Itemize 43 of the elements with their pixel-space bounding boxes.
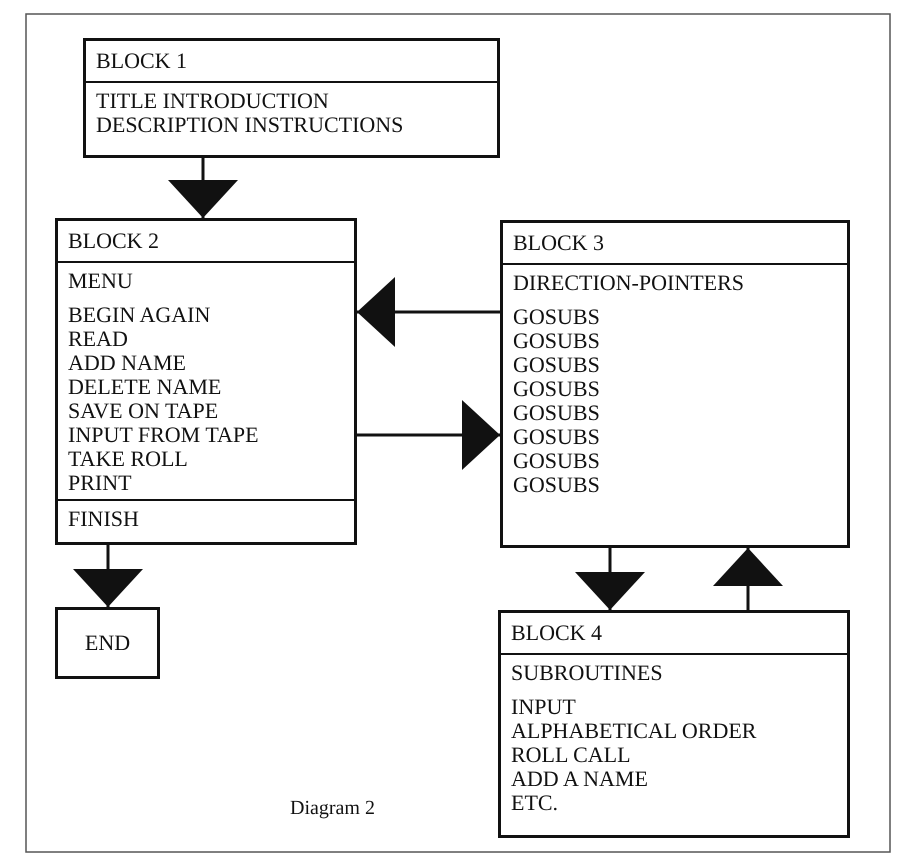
block-text: FINISH [67, 505, 140, 531]
block-text: GOSUBS [512, 401, 601, 425]
block-text: SUBROUTINES [510, 659, 664, 685]
caption: Diagram 2 [290, 797, 375, 820]
block-text: PRINT [58, 471, 354, 501]
block-text: ETC. [510, 791, 560, 815]
block-text: INPUT [510, 695, 577, 719]
block-text: GOSUBS [512, 305, 601, 329]
block-heading: BLOCK 4 [501, 613, 847, 655]
block-text: ADD A NAME [510, 767, 649, 791]
block-box [498, 610, 850, 838]
block-heading: BLOCK 3 [503, 223, 847, 265]
block-heading: BLOCK 1 [86, 41, 497, 83]
block-box [55, 218, 357, 545]
block-text: TAKE ROLL [67, 447, 189, 471]
block-box [500, 220, 850, 548]
block-box [83, 38, 500, 158]
block-box [55, 607, 160, 679]
arrow [168, 158, 238, 218]
block-heading: BLOCK 2 [58, 221, 354, 263]
block-text: SAVE ON TAPE [67, 399, 220, 423]
block-text: READ [67, 327, 129, 351]
arrow [713, 548, 783, 610]
block-text: ALPHABETICAL ORDER [510, 719, 758, 743]
block-text: TITLE INTRODUCTION DESCRIPTION INSTRUCTIONS [95, 87, 404, 137]
arrow [73, 545, 143, 607]
block-text: GOSUBS [512, 377, 601, 401]
arrow [575, 548, 645, 610]
block-text: INPUT FROM TAPE [67, 423, 260, 447]
block-text: GOSUBS [512, 473, 601, 497]
block-text: BEGIN AGAIN [67, 303, 212, 327]
arrow [357, 277, 500, 347]
block-text: GOSUBS [512, 425, 601, 449]
block-text: DIRECTION-POINTERS [512, 269, 745, 295]
block-text: END [84, 631, 132, 655]
block-text: GOSUBS [512, 329, 601, 353]
block-text: MENU [67, 267, 134, 293]
block-text: ROLL CALL [510, 743, 632, 767]
arrow [357, 400, 500, 470]
block-text: DELETE NAME [67, 375, 222, 399]
block-text: GOSUBS [512, 353, 601, 377]
block-text: ADD NAME [67, 351, 187, 375]
block-text: GOSUBS [512, 449, 601, 473]
